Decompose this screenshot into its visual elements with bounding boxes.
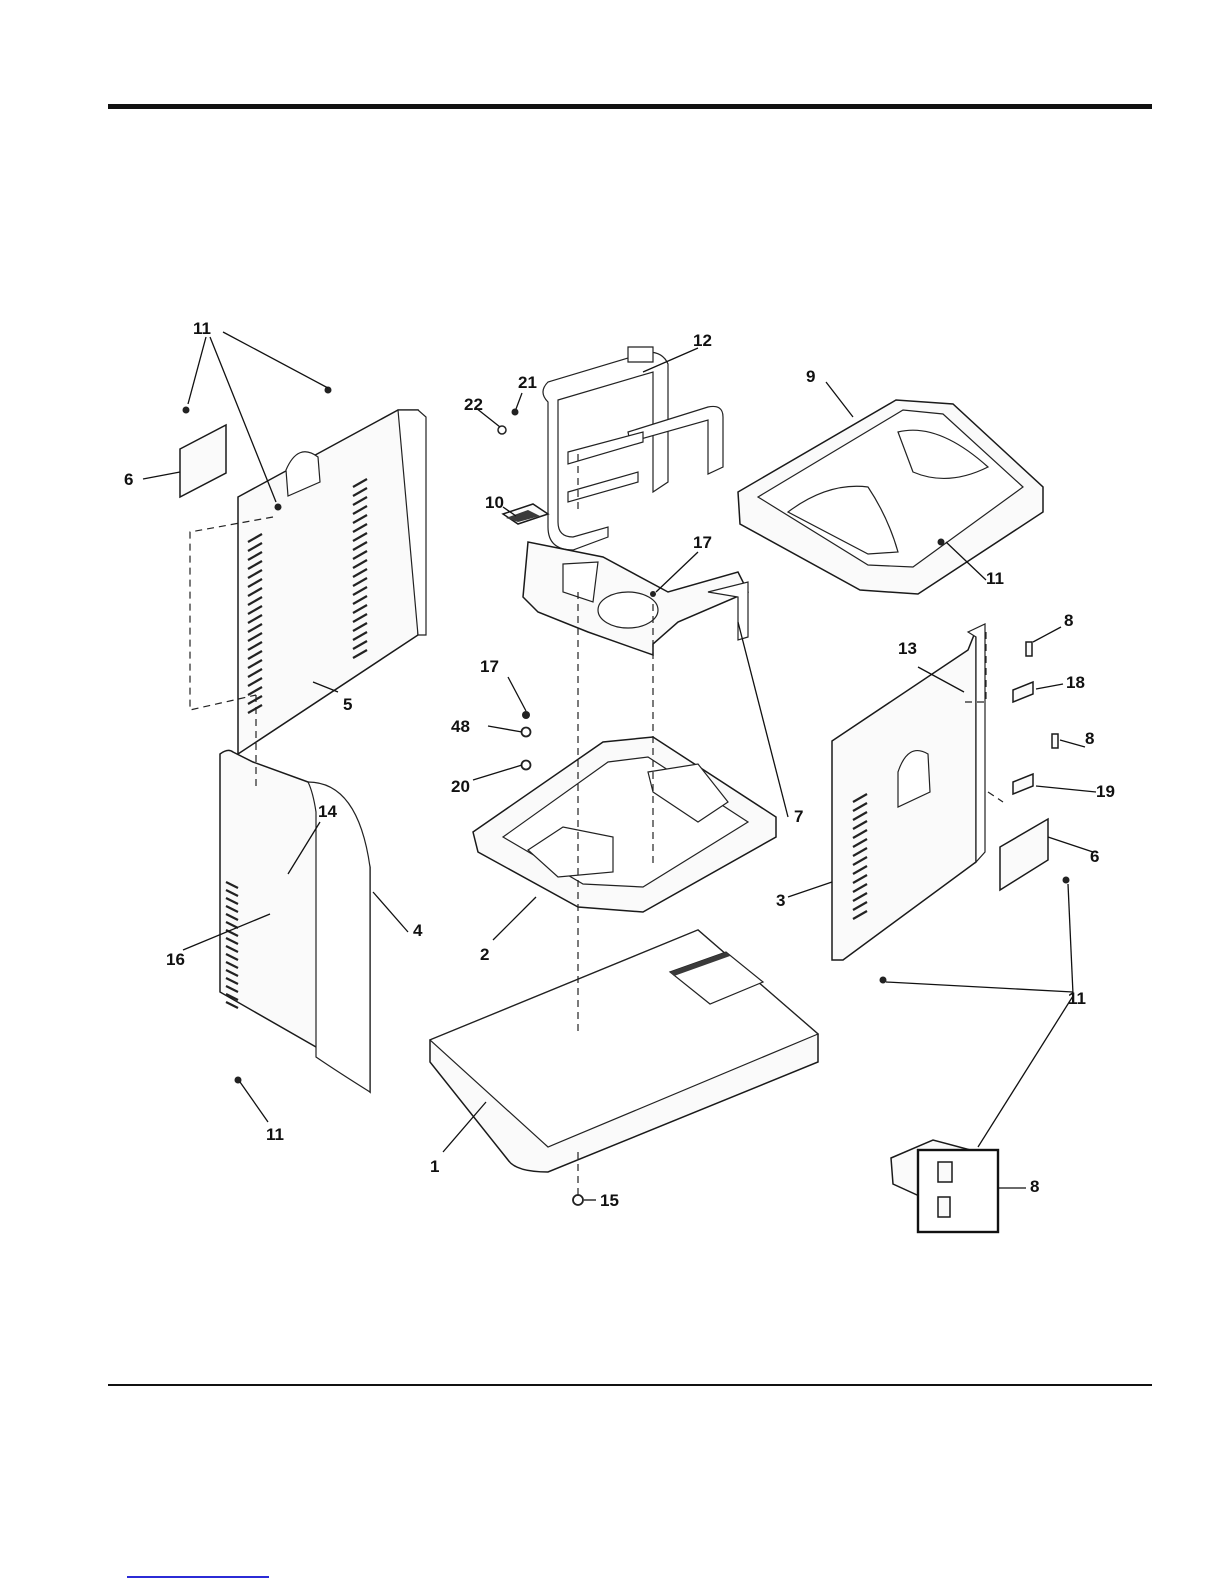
callout-11: 11 — [193, 319, 211, 338]
control-panel-bracket — [523, 542, 748, 655]
callout-8: 8 — [1085, 729, 1094, 748]
callout-10: 10 — [485, 493, 504, 512]
footer-link-underline[interactable] — [127, 1576, 269, 1578]
callout-48: 48 — [451, 717, 470, 736]
callout-1: 1 — [430, 1157, 439, 1176]
hinge-kit-box — [918, 1150, 998, 1232]
callout-17: 17 — [480, 657, 499, 676]
callout-18: 18 — [1066, 673, 1085, 692]
callout-16: 16 — [166, 950, 185, 969]
exploded-parts-diagram: 11 6 5 14 16 4 11 21 22 12 10 17 7 17 48… — [108, 292, 1152, 1258]
front-panel — [220, 750, 370, 1092]
bottom-base — [430, 930, 818, 1172]
label-18 — [1013, 682, 1033, 702]
callout-3: 3 — [776, 891, 785, 910]
cover-plate-right — [1000, 819, 1048, 890]
footer-rule — [108, 1384, 1152, 1386]
vent-slot — [226, 1002, 238, 1008]
callout-11: 11 — [266, 1125, 284, 1144]
cover-plate-left — [180, 425, 226, 497]
callout-20: 20 — [451, 777, 470, 796]
callout-21: 21 — [518, 373, 537, 392]
label-19 — [1013, 774, 1033, 794]
side-panel — [832, 624, 985, 960]
header-rule — [108, 104, 1152, 109]
callout-14: 14 — [318, 802, 337, 821]
callout-6: 6 — [1090, 847, 1099, 866]
callout-5: 5 — [343, 695, 352, 714]
callout-8: 8 — [1064, 611, 1073, 630]
callout-11: 11 — [1068, 989, 1086, 1008]
top-cover — [738, 400, 1043, 594]
callout-19: 19 — [1096, 782, 1115, 801]
callout-4: 4 — [413, 921, 423, 940]
callout-15: 15 — [600, 1191, 619, 1210]
callout-9: 9 — [806, 367, 815, 386]
callout-17: 17 — [693, 533, 712, 552]
base-pan — [473, 737, 776, 912]
tube-frame — [543, 347, 723, 550]
callout-8: 8 — [1030, 1177, 1039, 1196]
callout-7: 7 — [794, 807, 803, 826]
callout-2: 2 — [480, 945, 489, 964]
callout-13: 13 — [898, 639, 917, 658]
callout-11: 11 — [986, 569, 1004, 588]
callout-12: 12 — [693, 331, 712, 350]
rear-panel — [238, 410, 426, 754]
callout-22: 22 — [464, 395, 483, 414]
callout-6: 6 — [124, 470, 133, 489]
